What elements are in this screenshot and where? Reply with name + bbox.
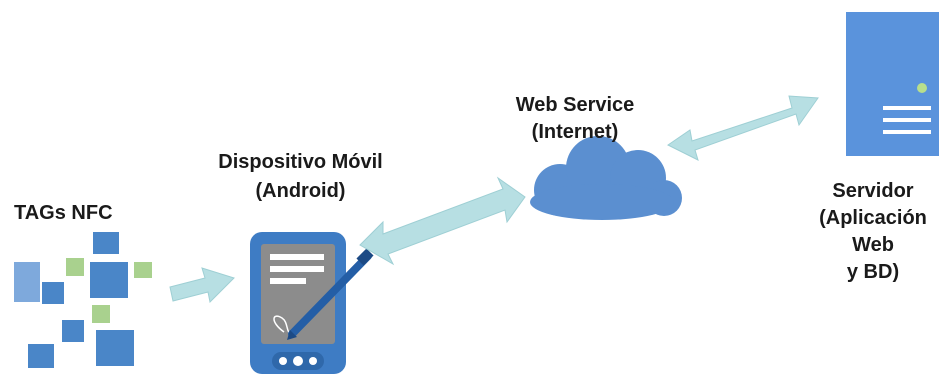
server-label-line4: y BD)	[846, 261, 900, 283]
arrow-cloud-to-server	[667, 95, 819, 161]
arrow-tags-to-device	[169, 267, 235, 304]
server-icon	[846, 12, 939, 156]
tags-label: TAGs NFC	[14, 202, 113, 224]
device-label-line2: (Android)	[255, 180, 346, 202]
webservice-label-line2: (Internet)	[531, 121, 619, 143]
nfc-tags-icon	[14, 232, 152, 368]
stylus-icon	[287, 248, 374, 340]
server-label-line3: Web	[852, 234, 894, 256]
webservice-label-line1: Web Service	[515, 94, 635, 116]
mobile-device-icon	[250, 232, 346, 374]
cloud-icon	[530, 136, 682, 220]
server-label-line1: Servidor	[832, 180, 914, 202]
server-label-line2: (Aplicación	[819, 207, 927, 229]
arrow-device-to-cloud	[359, 176, 526, 266]
device-label-line1: Dispositivo Móvil	[218, 151, 383, 173]
